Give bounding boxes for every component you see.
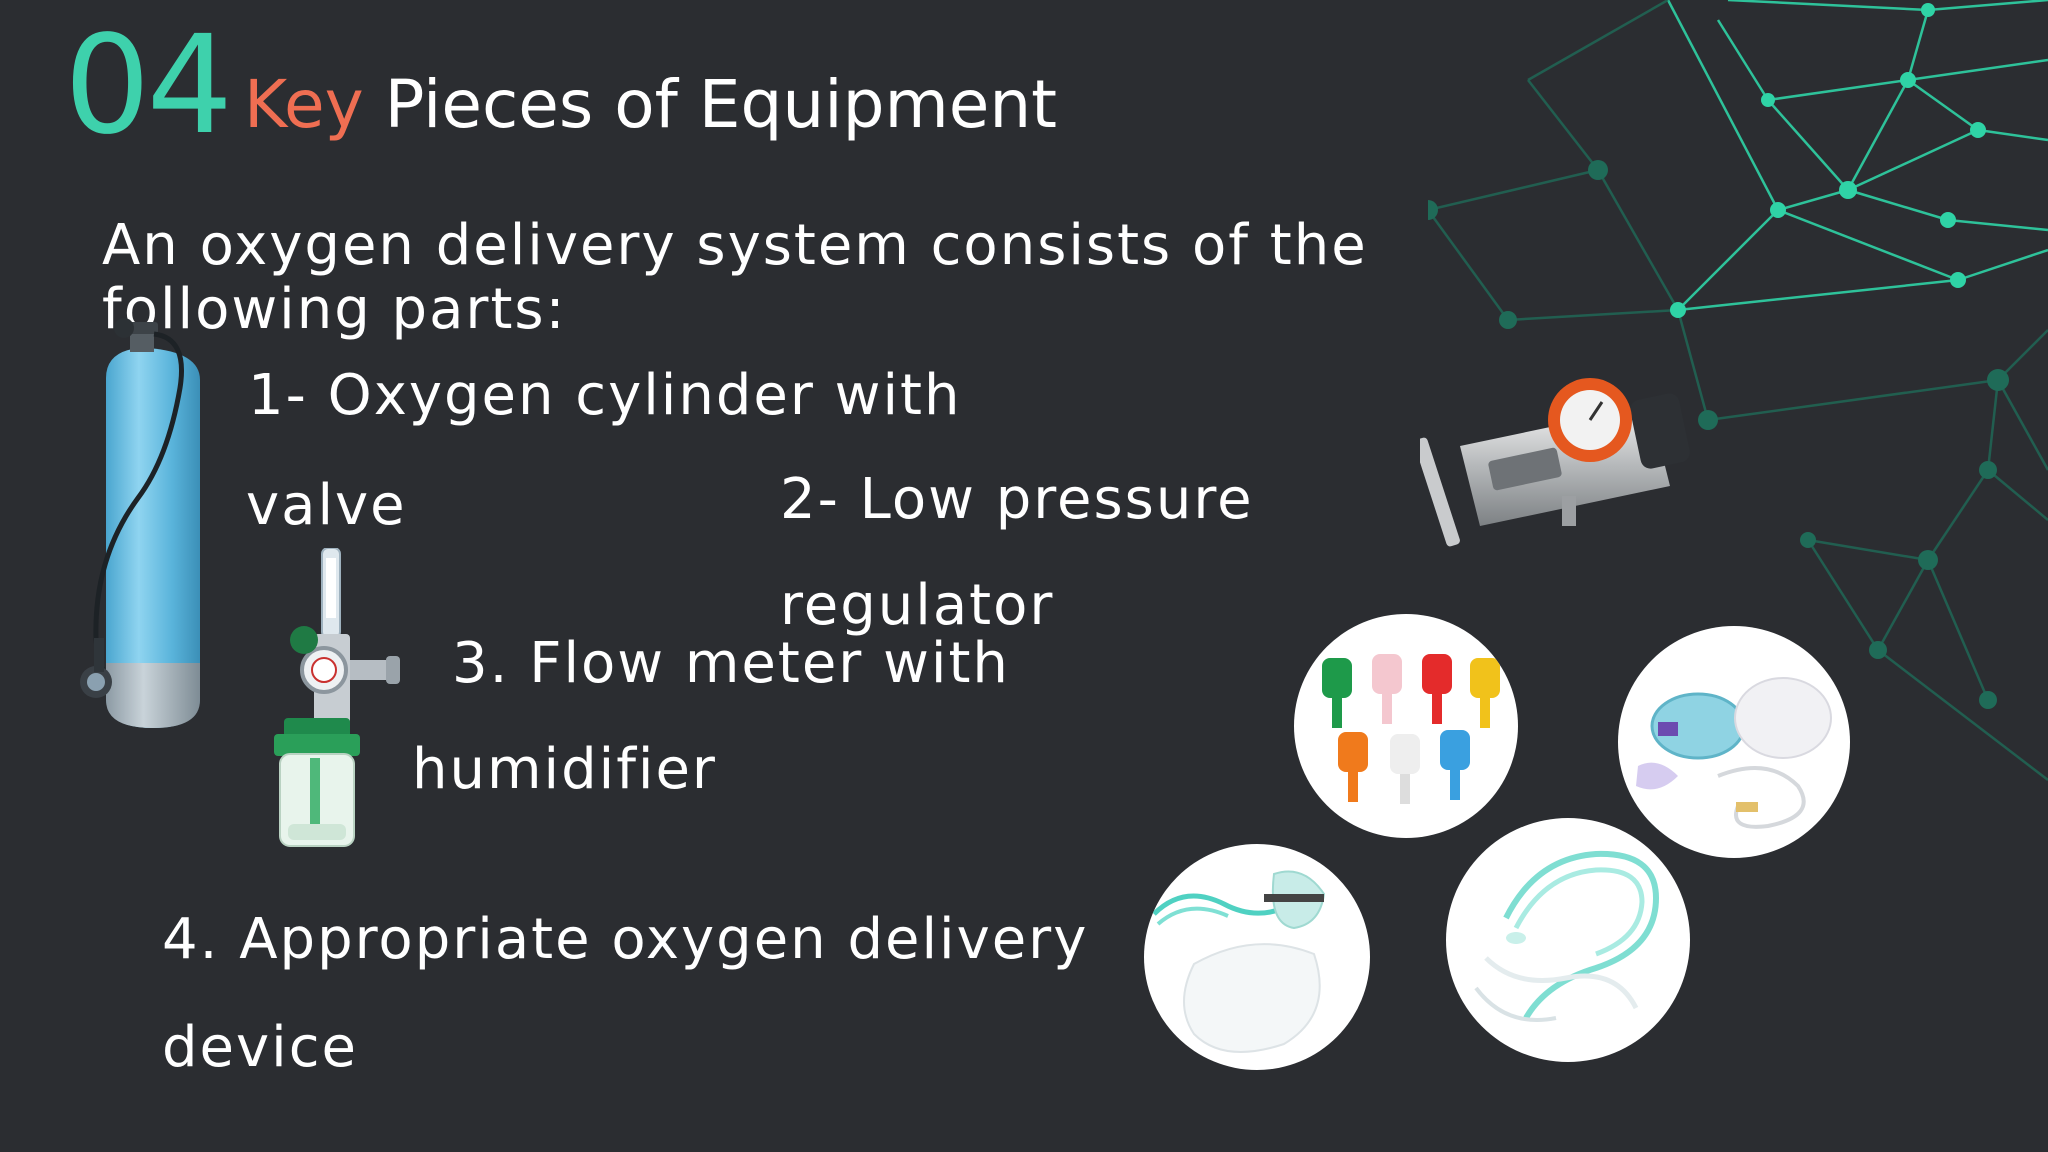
intro-line-1: An oxygen delivery system consists of th…	[102, 213, 1368, 278]
item-3-line-1: 3. Flow meter with	[452, 631, 1010, 696]
intro-line-2: following parts:	[102, 277, 567, 342]
item-1-line-1: 1- Oxygen cylinder with	[248, 363, 962, 428]
non-rebreather-mask-image	[1144, 844, 1370, 1070]
item-2-line-1: 2- Low pressure	[780, 467, 1254, 532]
item-1-line-2: valve	[246, 473, 407, 538]
title-rest: Pieces of Equipment	[384, 66, 1058, 143]
page-title: Key Pieces of Equipment	[244, 72, 1057, 138]
venturi-adapters-image	[1294, 614, 1518, 838]
section-number: 04	[64, 7, 233, 165]
title-accent: Key	[244, 66, 364, 143]
item-4-line-1: 4. Appropriate oxygen delivery	[162, 907, 1089, 972]
flow-meter-humidifier-image	[274, 548, 400, 847]
item-3-line-2: humidifier	[412, 737, 717, 802]
oxygen-cylinder-image	[80, 318, 200, 728]
pressure-regulator-image	[1420, 378, 1690, 547]
bag-valve-mask-image	[1618, 626, 1850, 858]
item-2-line-2: regulator	[780, 573, 1055, 638]
nasal-cannula-image	[1446, 818, 1690, 1062]
network-decoration	[1428, 0, 2048, 781]
intro-text: An oxygen delivery system consists of th…	[102, 214, 1368, 342]
item-4-line-2: device	[162, 1015, 358, 1080]
